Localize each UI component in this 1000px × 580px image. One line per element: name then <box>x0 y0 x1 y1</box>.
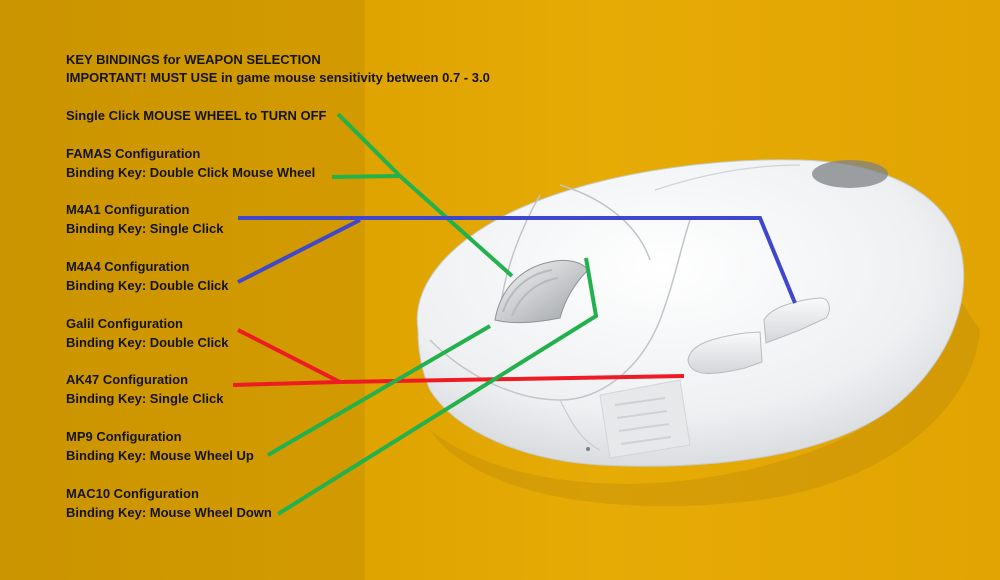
sensitivity-warning: IMPORTANT! MUST USE in game mouse sensit… <box>66 70 490 85</box>
config-name: AK47 Configuration <box>66 372 189 387</box>
line-mac10 <box>276 257 599 516</box>
turn-off-instruction: Single Click MOUSE WHEEL to TURN OFF <box>66 108 327 123</box>
config-name: M4A4 Configuration <box>66 259 190 274</box>
config-binding: Binding Key: Single Click <box>66 220 224 236</box>
config-name: MAC10 Configuration <box>66 486 199 501</box>
config-binding: Binding Key: Mouse Wheel Down <box>66 504 272 520</box>
line-toggle-famas <box>336 112 514 278</box>
config-entry-m4a4: M4A4 Configuration Binding Key: Double C… <box>66 258 229 295</box>
config-binding: Binding Key: Double Click <box>66 277 229 293</box>
config-entry-galil: Galil Configuration Binding Key: Double … <box>66 315 229 352</box>
line-famas-branch <box>331 174 401 179</box>
config-entry-mp9: MP9 Configuration Binding Key: Mouse Whe… <box>66 428 254 465</box>
mouse-shadow <box>430 300 980 507</box>
line-galil <box>237 328 341 384</box>
page-title: KEY BINDINGS for WEAPON SELECTION <box>66 52 321 67</box>
line-m4a1 <box>238 216 797 304</box>
config-entry-m4a1: M4A1 Configuration Binding Key: Single C… <box>66 201 223 238</box>
config-name: FAMAS Configuration <box>66 146 201 161</box>
config-binding: Binding Key: Mouse Wheel Up <box>66 447 254 463</box>
config-binding: Binding Key: Double Click <box>66 334 229 350</box>
annotation-lines <box>232 112 797 516</box>
side-buttons <box>687 297 830 374</box>
line-mp9 <box>266 324 492 457</box>
config-name: MP9 Configuration <box>66 429 182 444</box>
config-entry-mac10: MAC10 Configuration Binding Key: Mouse W… <box>66 485 272 522</box>
config-entry-famas: FAMAS Configuration Binding Key: Double … <box>66 145 315 182</box>
config-binding: Binding Key: Single Click <box>66 390 224 406</box>
line-m4a4 <box>237 218 361 284</box>
mouse-illustration <box>416 159 965 467</box>
config-name: Galil Configuration <box>66 316 183 331</box>
scroll-wheel <box>494 259 589 324</box>
config-entry-ak47: AK47 Configuration Binding Key: Single C… <box>66 371 223 408</box>
config-name: M4A1 Configuration <box>66 202 190 217</box>
config-binding: Binding Key: Double Click Mouse Wheel <box>66 164 316 180</box>
text-panel-background <box>0 0 365 580</box>
